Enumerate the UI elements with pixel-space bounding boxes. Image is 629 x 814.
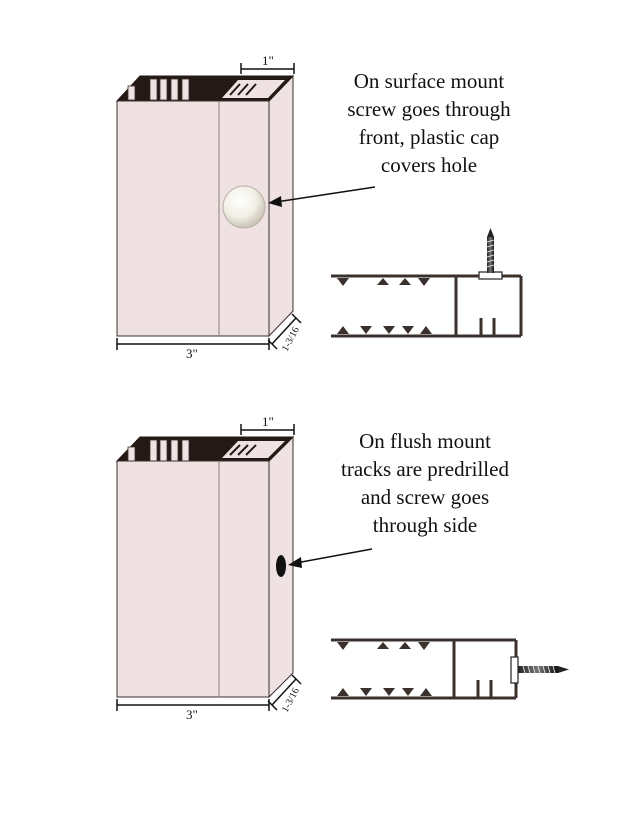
surface-top-posts xyxy=(127,78,190,101)
flush-panel-front xyxy=(116,460,270,698)
surface-width-label: 3" xyxy=(186,346,198,361)
flush-top-channel xyxy=(222,441,285,458)
surface-depth-label: 1" xyxy=(262,53,274,68)
caption-line: covers hole xyxy=(380,153,478,177)
flush-mount-caption: On flush mount tracks are predrilled and… xyxy=(310,427,540,539)
flush-side-dimension xyxy=(267,674,302,711)
flush-depth-dimension xyxy=(240,424,295,435)
surface-side-label: 1-3/16 xyxy=(280,325,302,353)
surface-top-channel xyxy=(222,80,285,98)
surface-mount-caption: On surface mount screw goes through fron… xyxy=(314,67,544,179)
flush-depth-label: 1" xyxy=(262,414,274,429)
surface-pointer-arrow xyxy=(268,186,376,207)
flush-mount-block xyxy=(115,435,295,699)
surface-track-cross-section xyxy=(331,228,523,338)
caption-line: through side xyxy=(372,513,478,537)
caption-line: On flush mount xyxy=(359,429,491,453)
flush-width-label: 3" xyxy=(186,707,198,722)
caption-line: On surface mount xyxy=(353,69,505,93)
vertical-screw-icon xyxy=(478,228,503,280)
flush-track-cross-section xyxy=(331,638,569,700)
side-hole-icon xyxy=(276,555,286,577)
flush-side-label: 1-3/16 xyxy=(280,686,302,714)
horizontal-screw-icon xyxy=(510,656,569,684)
plastic-cap-icon xyxy=(222,185,266,229)
caption-line: tracks are predrilled xyxy=(341,457,509,481)
surface-mount-block xyxy=(115,74,295,338)
caption-line: screw goes through xyxy=(347,97,511,121)
surface-depth-dimension xyxy=(240,63,295,74)
caption-line: front, plastic cap xyxy=(358,125,500,149)
caption-line: and screw goes xyxy=(360,485,490,509)
flush-pointer-arrow xyxy=(288,548,373,568)
surface-side-dimension xyxy=(267,313,302,350)
